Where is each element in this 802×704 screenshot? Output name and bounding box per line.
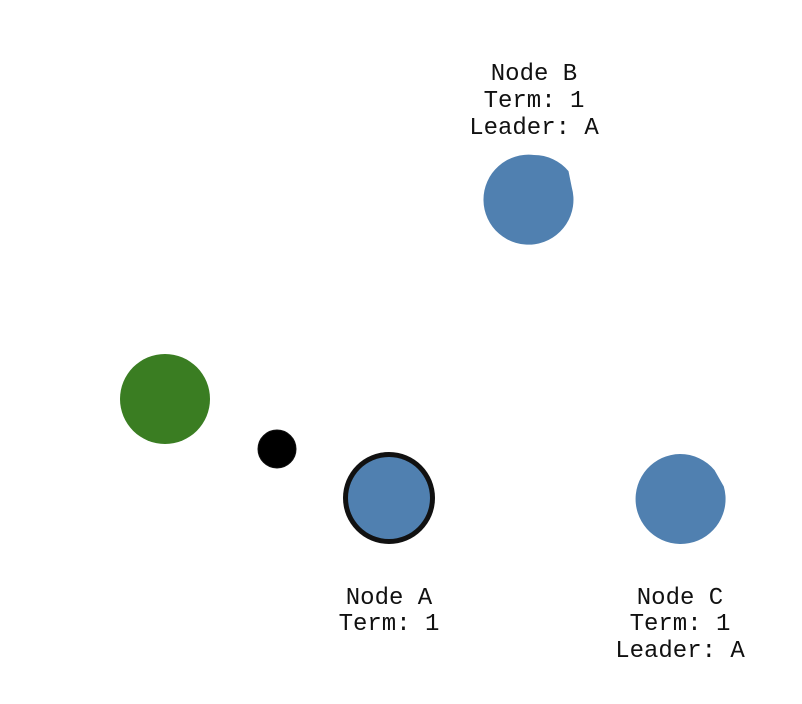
message-icon — [257, 429, 297, 469]
node-c-circle[interactable] — [635, 454, 726, 544]
node-b-circle[interactable] — [483, 154, 574, 245]
node-a[interactable]: Node A Term: 1 — [339, 452, 440, 638]
node-b-leader: Leader: A — [469, 115, 599, 142]
node-a-term: Term: 1 — [339, 611, 440, 638]
node-c-term: Term: 1 — [630, 611, 731, 638]
node-a-circle[interactable] — [348, 457, 430, 539]
node-c[interactable]: Node C Term: 1 Leader: A — [615, 454, 745, 665]
node-b[interactable]: Node B Term: 1 Leader: A — [469, 61, 599, 245]
node-b-term: Term: 1 — [484, 88, 585, 115]
client-icon[interactable] — [120, 354, 210, 444]
node-c-leader: Leader: A — [615, 638, 745, 665]
node-a-name: Node A — [346, 585, 433, 612]
node-c-name: Node C — [637, 585, 723, 612]
node-b-name: Node B — [491, 61, 577, 88]
